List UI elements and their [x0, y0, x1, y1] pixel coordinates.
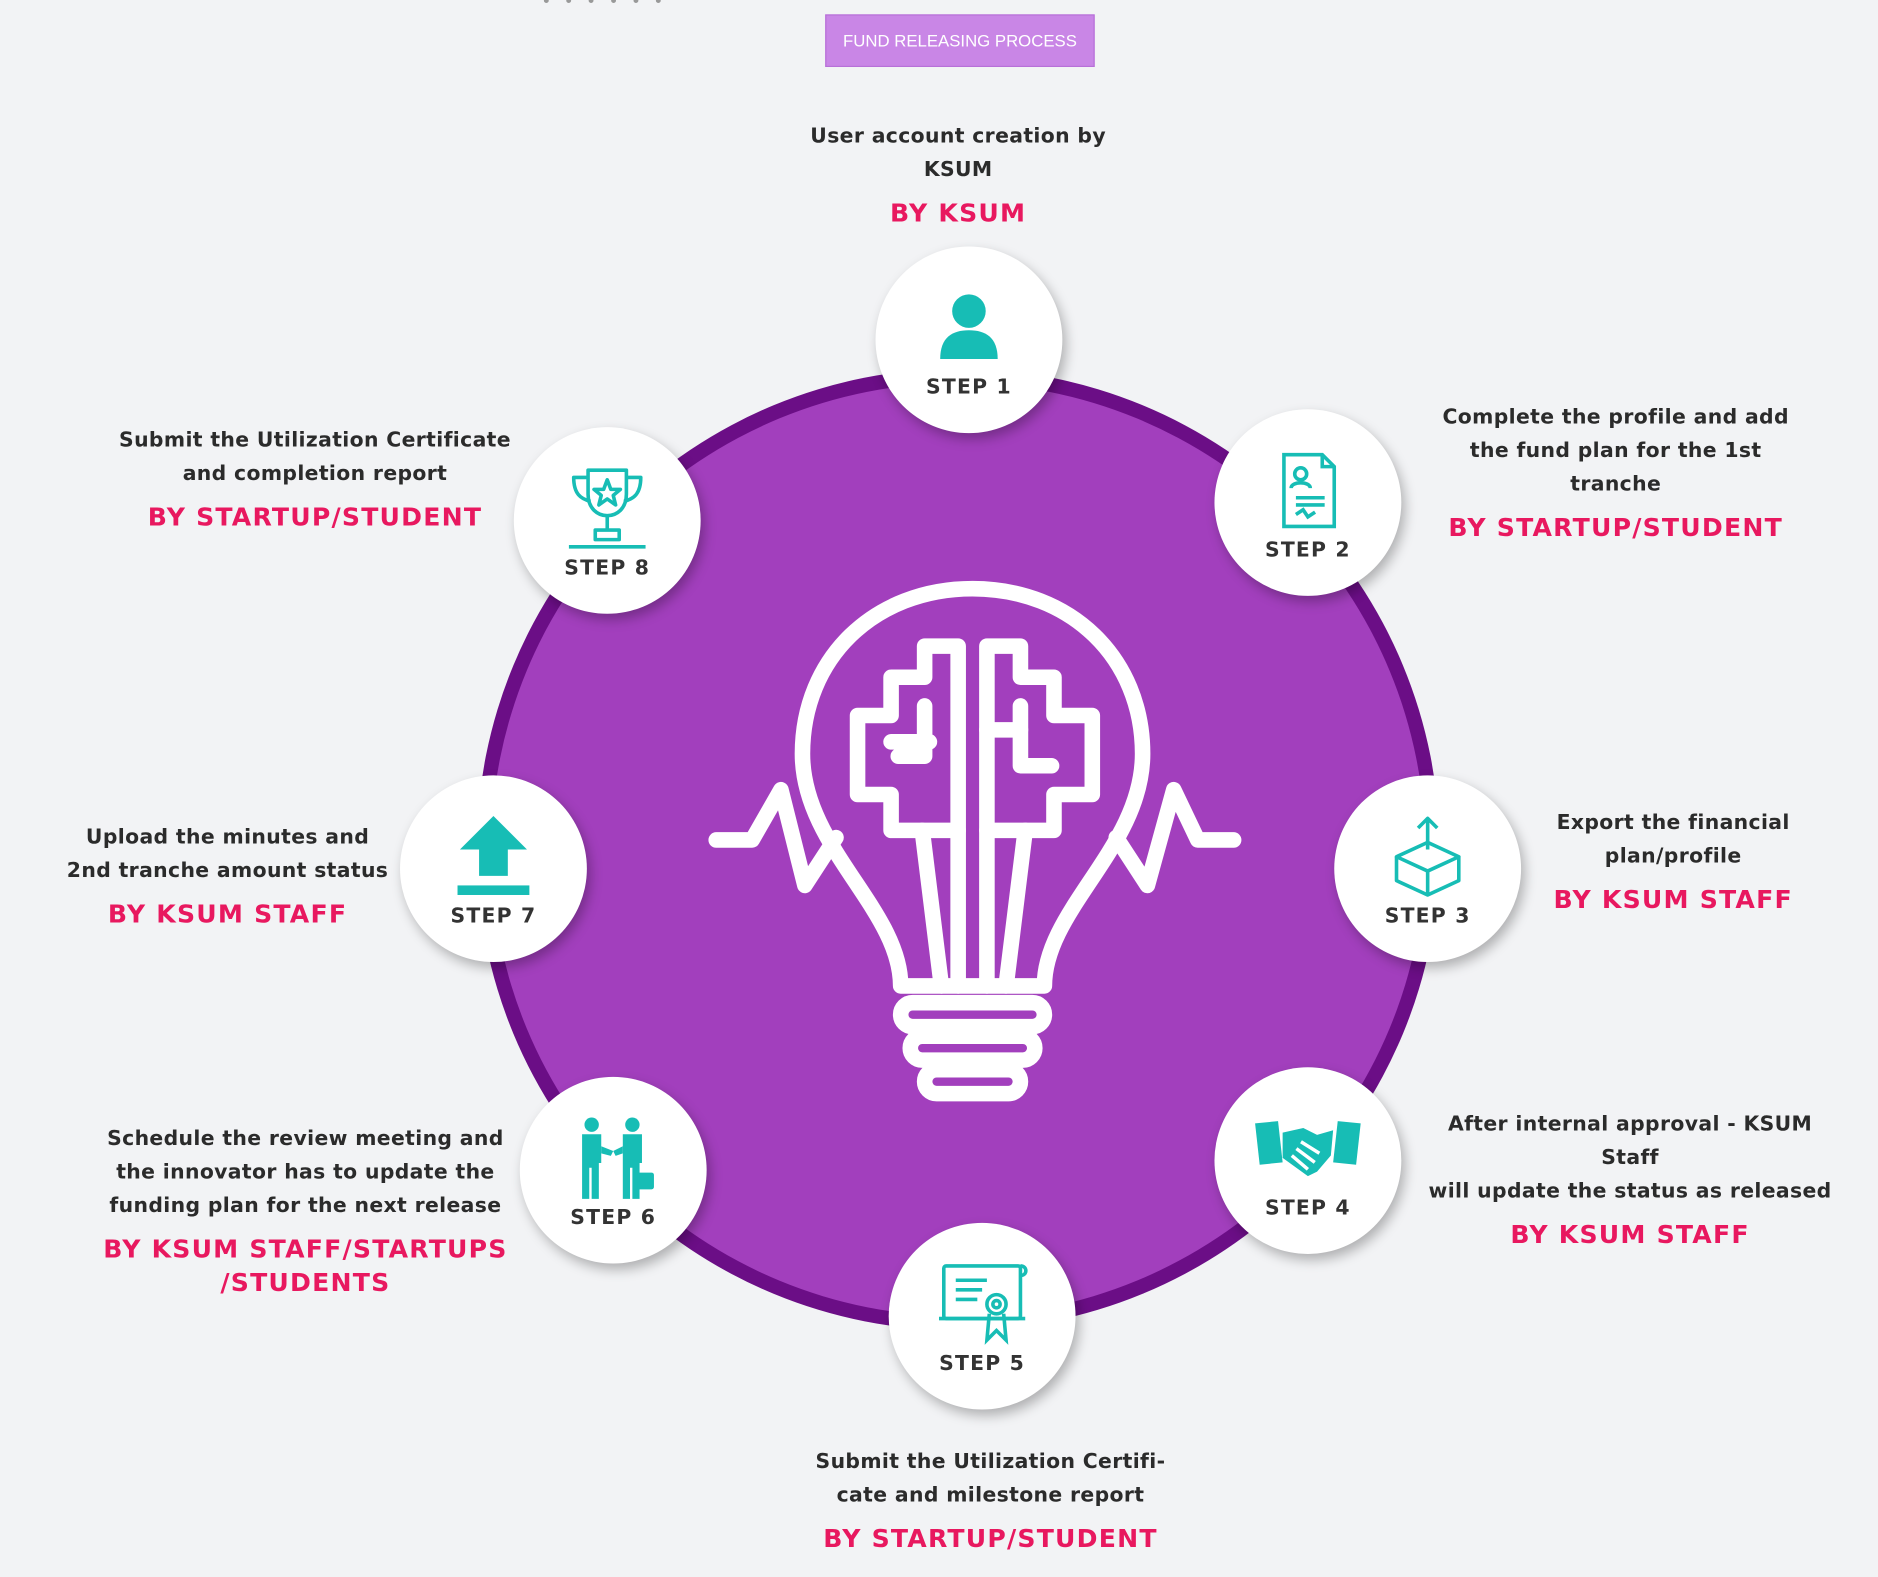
fund-releasing-process-button[interactable]: FUND RELEASING PROCESS — [825, 14, 1095, 68]
step-2-text: Complete the profile and add the fund pl… — [1442, 405, 1789, 497]
step-1-responsible: BY KSUM — [890, 198, 1027, 228]
step-8-label: STEP 8 — [564, 556, 651, 581]
step-3-description: Export the financial plan/profile BY KSU… — [1523, 806, 1822, 916]
step-1-description: User account creation by KSUM BY KSUM — [767, 120, 1150, 230]
step-8-responsible: BY STARTUP/STUDENT — [147, 502, 483, 532]
lightbulb-brain-icon — [708, 580, 1242, 1102]
box-export-icon — [1394, 816, 1461, 897]
step-5-description: Submit the Utilization Certifi- cate and… — [793, 1445, 1188, 1555]
step-3-node: STEP 3 — [1334, 775, 1522, 962]
step-8-node: STEP 8 — [513, 427, 701, 614]
step-6-node: STEP 6 — [519, 1076, 707, 1264]
step-6-responsible: BY KSUM STAFF/STARTUPS /STUDENTS — [103, 1234, 508, 1298]
step-7-text: Upload the minutes and 2nd tranche amoun… — [66, 825, 389, 884]
step-7-label: STEP 7 — [450, 904, 537, 929]
step-1-text: User account creation by KSUM — [810, 124, 1107, 182]
step-5-node: STEP 5 — [888, 1222, 1076, 1410]
step-2-description: Complete the profile and add the fund pl… — [1423, 401, 1809, 545]
step-4-description: After internal approval - KSUM Staff wil… — [1416, 1108, 1845, 1252]
upload-icon — [457, 816, 530, 895]
step-4-responsible: BY KSUM STAFF — [1510, 1220, 1750, 1250]
step-1-label: STEP 1 — [926, 375, 1012, 400]
step-6-text: Schedule the review meeting and the inno… — [107, 1127, 504, 1219]
step-8-text: Submit the Utilization Certificate and c… — [119, 428, 511, 486]
trophy-icon — [568, 468, 646, 549]
step-5-label: STEP 5 — [939, 1352, 1026, 1376]
document-icon — [1282, 452, 1337, 529]
step-8-description: Submit the Utilization Certificate and c… — [110, 424, 520, 534]
step-3-responsible: BY KSUM STAFF — [1553, 885, 1793, 915]
step-7-node: STEP 7 — [400, 775, 587, 962]
step-7-description: Upload the minutes and 2nd tranche amoun… — [57, 821, 397, 931]
step-4-label: STEP 4 — [1264, 1196, 1351, 1221]
step-5-responsible: BY STARTUP/STUDENT — [823, 1524, 1158, 1554]
step-2-label: STEP 2 — [1264, 538, 1351, 563]
step-5-text: Submit the Utilization Certifi- cate and… — [815, 1450, 1166, 1508]
decorative-dots: • • • • • • — [541, 0, 667, 12]
step-4-text: After internal approval - KSUM Staff wil… — [1428, 1112, 1832, 1204]
step-4-node: STEP 4 — [1214, 1067, 1402, 1254]
step-7-responsible: BY KSUM STAFF — [107, 899, 348, 929]
user-icon — [940, 294, 998, 359]
step-3-text: Export the financial plan/profile — [1556, 811, 1790, 869]
step-3-label: STEP 3 — [1384, 904, 1471, 929]
step-2-node: STEP 2 — [1214, 409, 1402, 596]
step-6-label: STEP 6 — [570, 1206, 657, 1231]
certificate-icon — [938, 1264, 1028, 1345]
step-1-node: STEP 1 — [875, 246, 1063, 434]
step-2-responsible: BY STARTUP/STUDENT — [1448, 513, 1783, 543]
step-6-description: Schedule the review meeting and the inno… — [96, 1122, 515, 1299]
handshake-icon — [1255, 1121, 1361, 1177]
meeting-people-icon — [582, 1117, 654, 1199]
